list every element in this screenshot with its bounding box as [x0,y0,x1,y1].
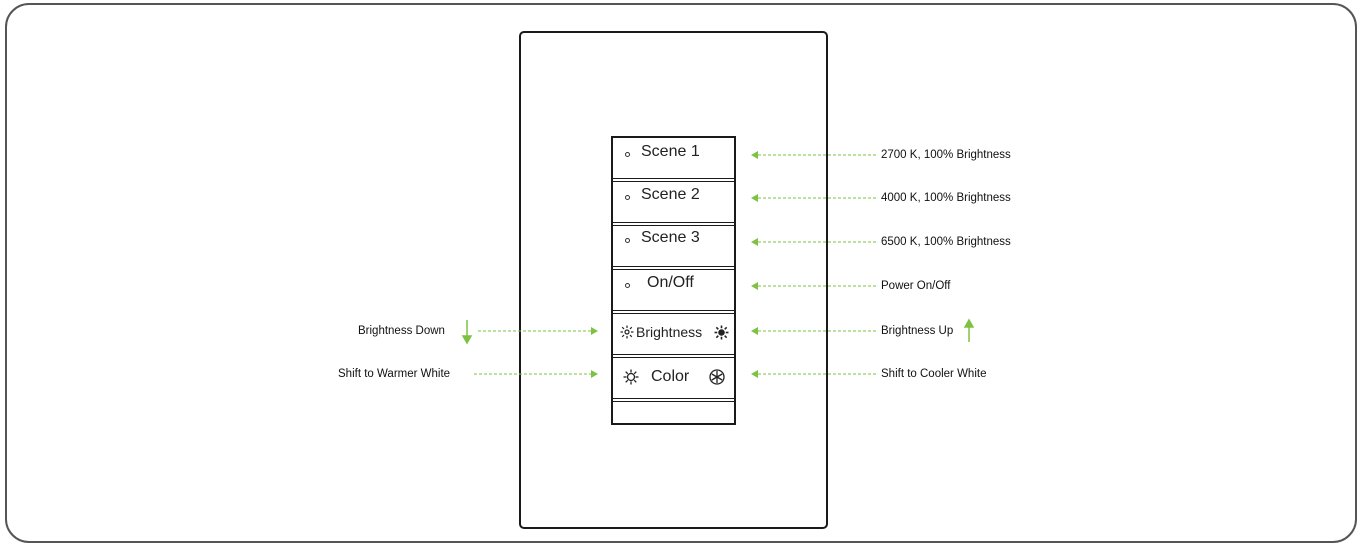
key-separator [613,178,734,182]
sun-large-icon [714,325,729,343]
key-separator [613,266,734,270]
key-separator [613,310,734,314]
scene-2-indicator-dot [625,195,630,200]
warmer-white-annotation: Shift to Warmer White [338,368,451,380]
cool-snowflake-icon [709,369,725,388]
scene-3-annotation: 6500 K, 100% Brightness [881,236,1011,248]
warm-sun-icon [623,369,639,388]
diagram-frame [5,3,1357,543]
scene-3-indicator-dot [625,238,630,243]
scene-2-label: Scene 2 [641,186,700,203]
scene-3-button[interactable]: Scene 3 [613,226,734,266]
on-off-button[interactable]: On/Off [613,270,734,310]
on-off-annotation: Power On/Off [881,280,951,292]
scene-3-label: Scene 3 [641,229,700,246]
brightness-down-annotation: Brightness Down [358,325,445,337]
key-separator [613,398,734,402]
wall-plate-notch [668,527,678,529]
scene-2-button[interactable]: Scene 2 [613,182,734,222]
scene-1-label: Scene 1 [641,143,700,160]
cooler-white-annotation: Shift to Cooler White [881,368,987,380]
on-off-label: On/Off [647,274,694,291]
keypad: Scene 1 Scene 2 Scene 3 On/Off Brightnes… [611,136,736,425]
scene-2-annotation: 4000 K, 100% Brightness [881,192,1011,204]
key-separator [613,354,734,358]
key-separator [613,222,734,226]
scene-1-indicator-dot [625,152,630,157]
sun-small-icon [620,325,634,342]
brightness-label: Brightness [636,324,703,340]
color-label: Color [651,368,690,385]
on-off-indicator-dot [625,283,630,288]
scene-1-annotation: 2700 K, 100% Brightness [881,149,1011,161]
scene-1-button[interactable]: Scene 1 [613,138,734,178]
brightness-up-annotation: Brightness Up [881,325,954,337]
color-button[interactable]: Color [613,358,734,398]
brightness-button[interactable]: Brightness [613,314,734,354]
